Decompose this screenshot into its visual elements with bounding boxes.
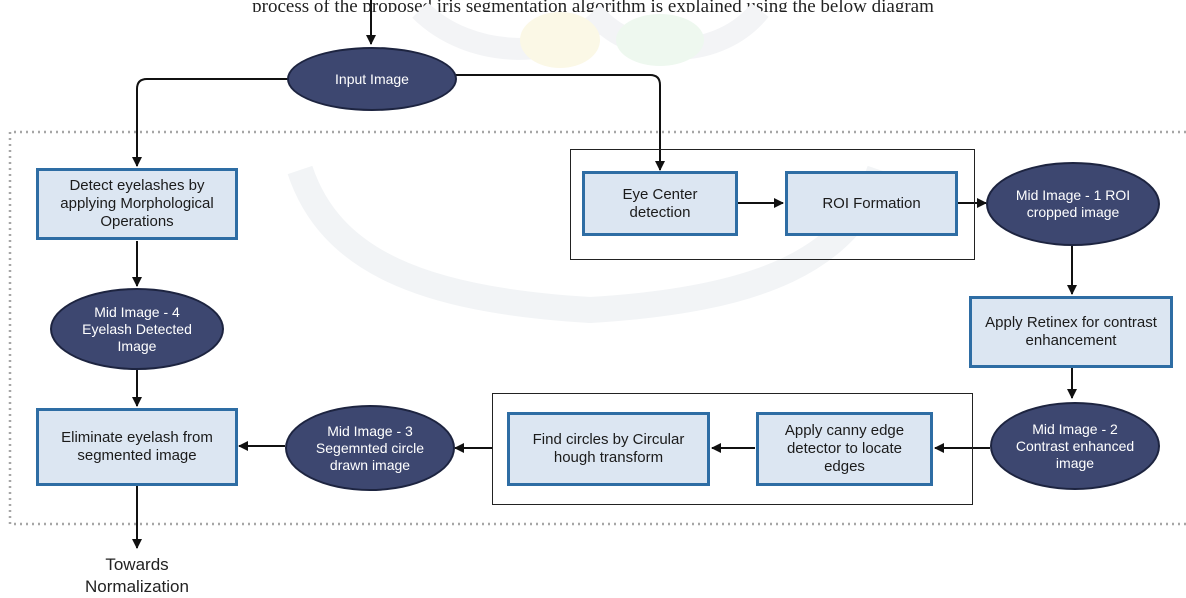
mid-image-2-node: Mid Image - 2 Contrast enhanced image bbox=[990, 402, 1160, 490]
mid-image-3-node: Mid Image - 3 Segemnted circle drawn ima… bbox=[285, 405, 455, 491]
eliminate-eyelash-box: Eliminate eyelash from segmented image bbox=[36, 408, 238, 486]
input-image-node: Input Image bbox=[287, 47, 457, 111]
roi-formation-box: ROI Formation bbox=[785, 171, 958, 236]
detect-eyelashes-box: Detect eyelashes by applying Morphologic… bbox=[36, 168, 238, 240]
mid-image-4-node: Mid Image - 4 Eyelash Detected Image bbox=[50, 288, 224, 370]
dotted-boundary bbox=[8, 130, 1186, 526]
arrow-input-to-eyecenter bbox=[455, 74, 665, 171]
eye-center-detection-box: Eye Center detection bbox=[582, 171, 738, 236]
edge-group-frame bbox=[492, 393, 973, 505]
apply-retinex-box: Apply Retinex for contrast enhancement bbox=[969, 296, 1173, 368]
find-circles-box: Find circles by Circular hough transform bbox=[507, 412, 710, 486]
apply-canny-box: Apply canny edge detector to locate edge… bbox=[756, 412, 933, 486]
mid-image-1-node: Mid Image - 1 ROI cropped image bbox=[986, 162, 1160, 246]
roi-group-frame bbox=[570, 149, 975, 260]
towards-normalization-label: Towards Normalization bbox=[85, 555, 189, 596]
arrow-input-to-detect bbox=[132, 78, 288, 167]
